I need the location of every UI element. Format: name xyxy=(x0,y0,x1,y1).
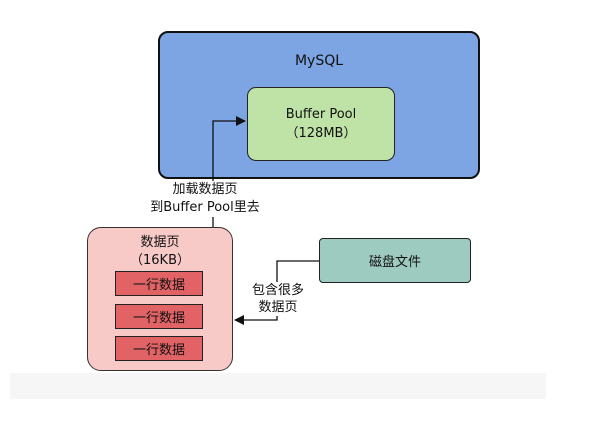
data-row: 一行数据 xyxy=(115,304,203,329)
buffer-pool-box: Buffer Pool （128MB） xyxy=(247,87,395,161)
buffer-pool-size: （128MB） xyxy=(285,126,357,141)
contains-label: 包含很多 数据页 xyxy=(246,282,310,316)
load-label: 加载数据页 到Buffer Pool里去 xyxy=(140,181,270,217)
disk-file-box: 磁盘文件 xyxy=(319,238,471,283)
data-page-title: 数据页 （16KB） xyxy=(88,234,232,270)
buffer-pool-name: Buffer Pool xyxy=(285,107,357,122)
contains-label-line1: 包含很多 xyxy=(251,283,304,298)
load-label-line2: 到Buffer Pool里去 xyxy=(150,200,260,215)
data-row: 一行数据 xyxy=(115,336,203,361)
contains-label-line2: 数据页 xyxy=(258,300,298,315)
bottom-band xyxy=(10,373,546,399)
data-page-box: 数据页 （16KB） 一行数据 一行数据 一行数据 xyxy=(87,227,233,371)
load-label-line1: 加载数据页 xyxy=(172,182,238,197)
data-page-size: （16KB） xyxy=(130,253,190,268)
data-row: 一行数据 xyxy=(115,271,203,296)
mysql-title: MySQL xyxy=(294,53,344,69)
disk-file-label: 磁盘文件 xyxy=(368,255,421,270)
data-page-name: 数据页 xyxy=(140,235,180,250)
